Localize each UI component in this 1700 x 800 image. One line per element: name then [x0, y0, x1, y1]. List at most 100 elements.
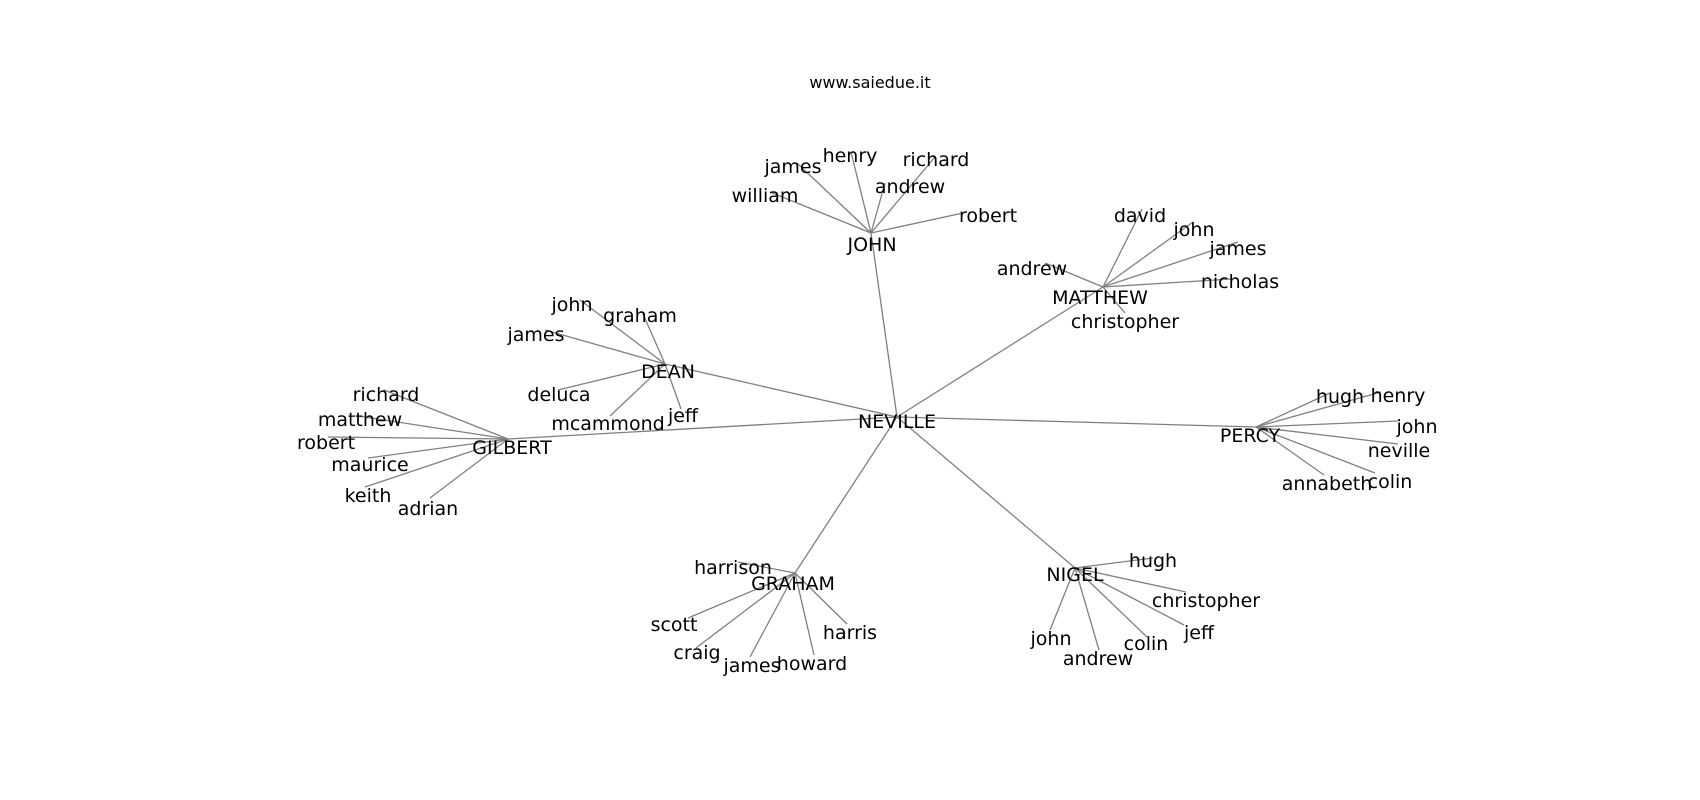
node-label-percy-john: john — [1396, 416, 1438, 438]
edge-neville-dean — [664, 363, 898, 418]
node-label-graham-howard: howard — [777, 653, 847, 675]
node-label-graham-scott: scott — [651, 614, 698, 636]
edge-matthew-andrew — [1044, 262, 1104, 288]
edges-layer — [327, 151, 1399, 658]
node-label-percy-hugh: hugh — [1316, 386, 1364, 408]
node-label-nigel-jeff: jeff — [1183, 622, 1215, 644]
node-label-dean-mcammond: mcammond — [551, 413, 664, 435]
hub-label-john: JOHN — [846, 234, 896, 256]
edge-graham-howard — [794, 572, 815, 656]
edge-john-william — [769, 191, 872, 234]
node-label-john-james: james — [763, 156, 821, 178]
edge-john-james — [796, 162, 872, 234]
edge-nigel-john — [1049, 567, 1076, 631]
node-label-dean-deluca: deluca — [527, 384, 590, 406]
hub-label-graham: GRAHAM — [751, 573, 835, 595]
edge-gilbert-adrian — [429, 438, 509, 499]
node-label-gilbert-adrian: adrian — [398, 498, 458, 520]
node-label-graham-harris: harris — [823, 622, 877, 644]
node-label-percy-colin: colin — [1368, 471, 1413, 493]
edge-dean-mcammond — [609, 363, 666, 417]
edge-matthew-david — [1102, 208, 1143, 288]
node-label-dean-jeff: jeff — [667, 405, 699, 427]
edge-gilbert-richard — [383, 389, 509, 440]
edge-percy-hugh — [1255, 392, 1331, 428]
edge-nigel-christopher — [1074, 567, 1187, 593]
edge-dean-jeff — [664, 363, 682, 410]
node-label-matthew-andrew: andrew — [997, 258, 1067, 280]
edge-nigel-andrew — [1074, 567, 1100, 651]
edge-matthew-james — [1102, 241, 1239, 288]
node-label-nigel-colin: colin — [1124, 633, 1169, 655]
node-label-percy-henry: henry — [1371, 385, 1426, 407]
edge-nigel-jeff — [1074, 567, 1185, 626]
edge-john-andrew — [870, 182, 886, 234]
node-label-percy-annabeth: annabeth — [1282, 473, 1373, 495]
labels-layer: www.saiedue.it henry james richard andrew wi… — [297, 73, 1438, 677]
edge-graham-craig — [695, 572, 796, 649]
node-label-gilbert-keith: keith — [345, 485, 392, 507]
edge-john-henry — [850, 151, 872, 234]
edge-graham-james — [749, 572, 796, 658]
edge-percy-colin — [1255, 426, 1376, 474]
node-label-dean-james: james — [506, 324, 564, 346]
edge-dean-graham — [642, 313, 666, 365]
edge-neville-matthew — [896, 286, 1104, 418]
hub-label-nigel: NIGEL — [1046, 564, 1104, 586]
node-label-percy-neville: neville — [1368, 440, 1431, 462]
edge-gilbert-matthew — [357, 415, 509, 440]
edge-nigel-colin — [1074, 567, 1148, 638]
edge-matthew-christopher — [1102, 286, 1126, 314]
node-label-matthew-david: david — [1114, 205, 1166, 227]
edge-graham-harris — [794, 572, 848, 625]
edge-neville-graham — [794, 416, 898, 574]
edge-neville-gilbert — [507, 416, 898, 440]
edge-gilbert-keith — [364, 438, 509, 488]
edge-graham-harrison — [737, 561, 796, 574]
node-label-gilbert-robert: robert — [297, 432, 355, 454]
node-label-matthew-james: james — [1208, 238, 1266, 260]
hub-label-matthew: MATTHEW — [1052, 287, 1148, 309]
node-label-john-richard: richard — [903, 149, 970, 171]
hub-label-dean: DEAN — [641, 361, 695, 383]
edge-nigel-hugh — [1074, 557, 1154, 569]
edge-gilbert-robert — [327, 436, 509, 440]
edge-neville-john — [870, 232, 898, 418]
node-label-gilbert-maurice: maurice — [331, 454, 408, 476]
node-label-john-andrew: andrew — [875, 176, 945, 198]
edge-neville-nigel — [896, 416, 1076, 569]
edge-percy-henry — [1255, 391, 1382, 428]
hub-label-percy: PERCY — [1220, 425, 1281, 447]
hub-label-gilbert: GILBERT — [472, 437, 552, 459]
node-label-nigel-christopher: christopher — [1152, 590, 1260, 612]
edge-matthew-john — [1102, 221, 1194, 288]
edge-percy-neville — [1255, 426, 1399, 445]
diagram-title: www.saiedue.it — [809, 73, 930, 92]
node-label-matthew-christopher: christopher — [1071, 311, 1179, 333]
node-label-graham-harrison: harrison — [694, 557, 772, 579]
node-label-gilbert-matthew: matthew — [318, 409, 402, 431]
node-label-matthew-nicholas: nicholas — [1201, 271, 1279, 293]
edge-neville-percy — [896, 416, 1257, 428]
node-label-graham-craig: craig — [673, 642, 720, 664]
edge-john-richard — [870, 156, 936, 234]
edge-dean-deluca — [557, 363, 666, 391]
node-label-nigel-john: john — [1030, 628, 1072, 650]
node-label-gilbert-richard: richard — [353, 384, 420, 406]
edge-gilbert-maurice — [367, 438, 509, 459]
node-label-dean-john: john — [551, 294, 593, 316]
node-label-nigel-hugh: hugh — [1129, 550, 1177, 572]
center-node-label: NEVILLE — [858, 411, 936, 433]
node-label-john-william: william — [732, 185, 799, 207]
edge-percy-annabeth — [1255, 426, 1325, 476]
edge-percy-john — [1255, 420, 1399, 428]
edge-dean-james — [544, 329, 666, 365]
node-label-graham-james: james — [722, 655, 780, 677]
node-label-matthew-john: john — [1173, 219, 1215, 241]
node-label-nigel-andrew: andrew — [1063, 648, 1133, 670]
edge-graham-scott — [687, 572, 796, 619]
node-label-dean-graham: graham — [603, 305, 677, 327]
edge-matthew-nicholas — [1102, 278, 1232, 288]
